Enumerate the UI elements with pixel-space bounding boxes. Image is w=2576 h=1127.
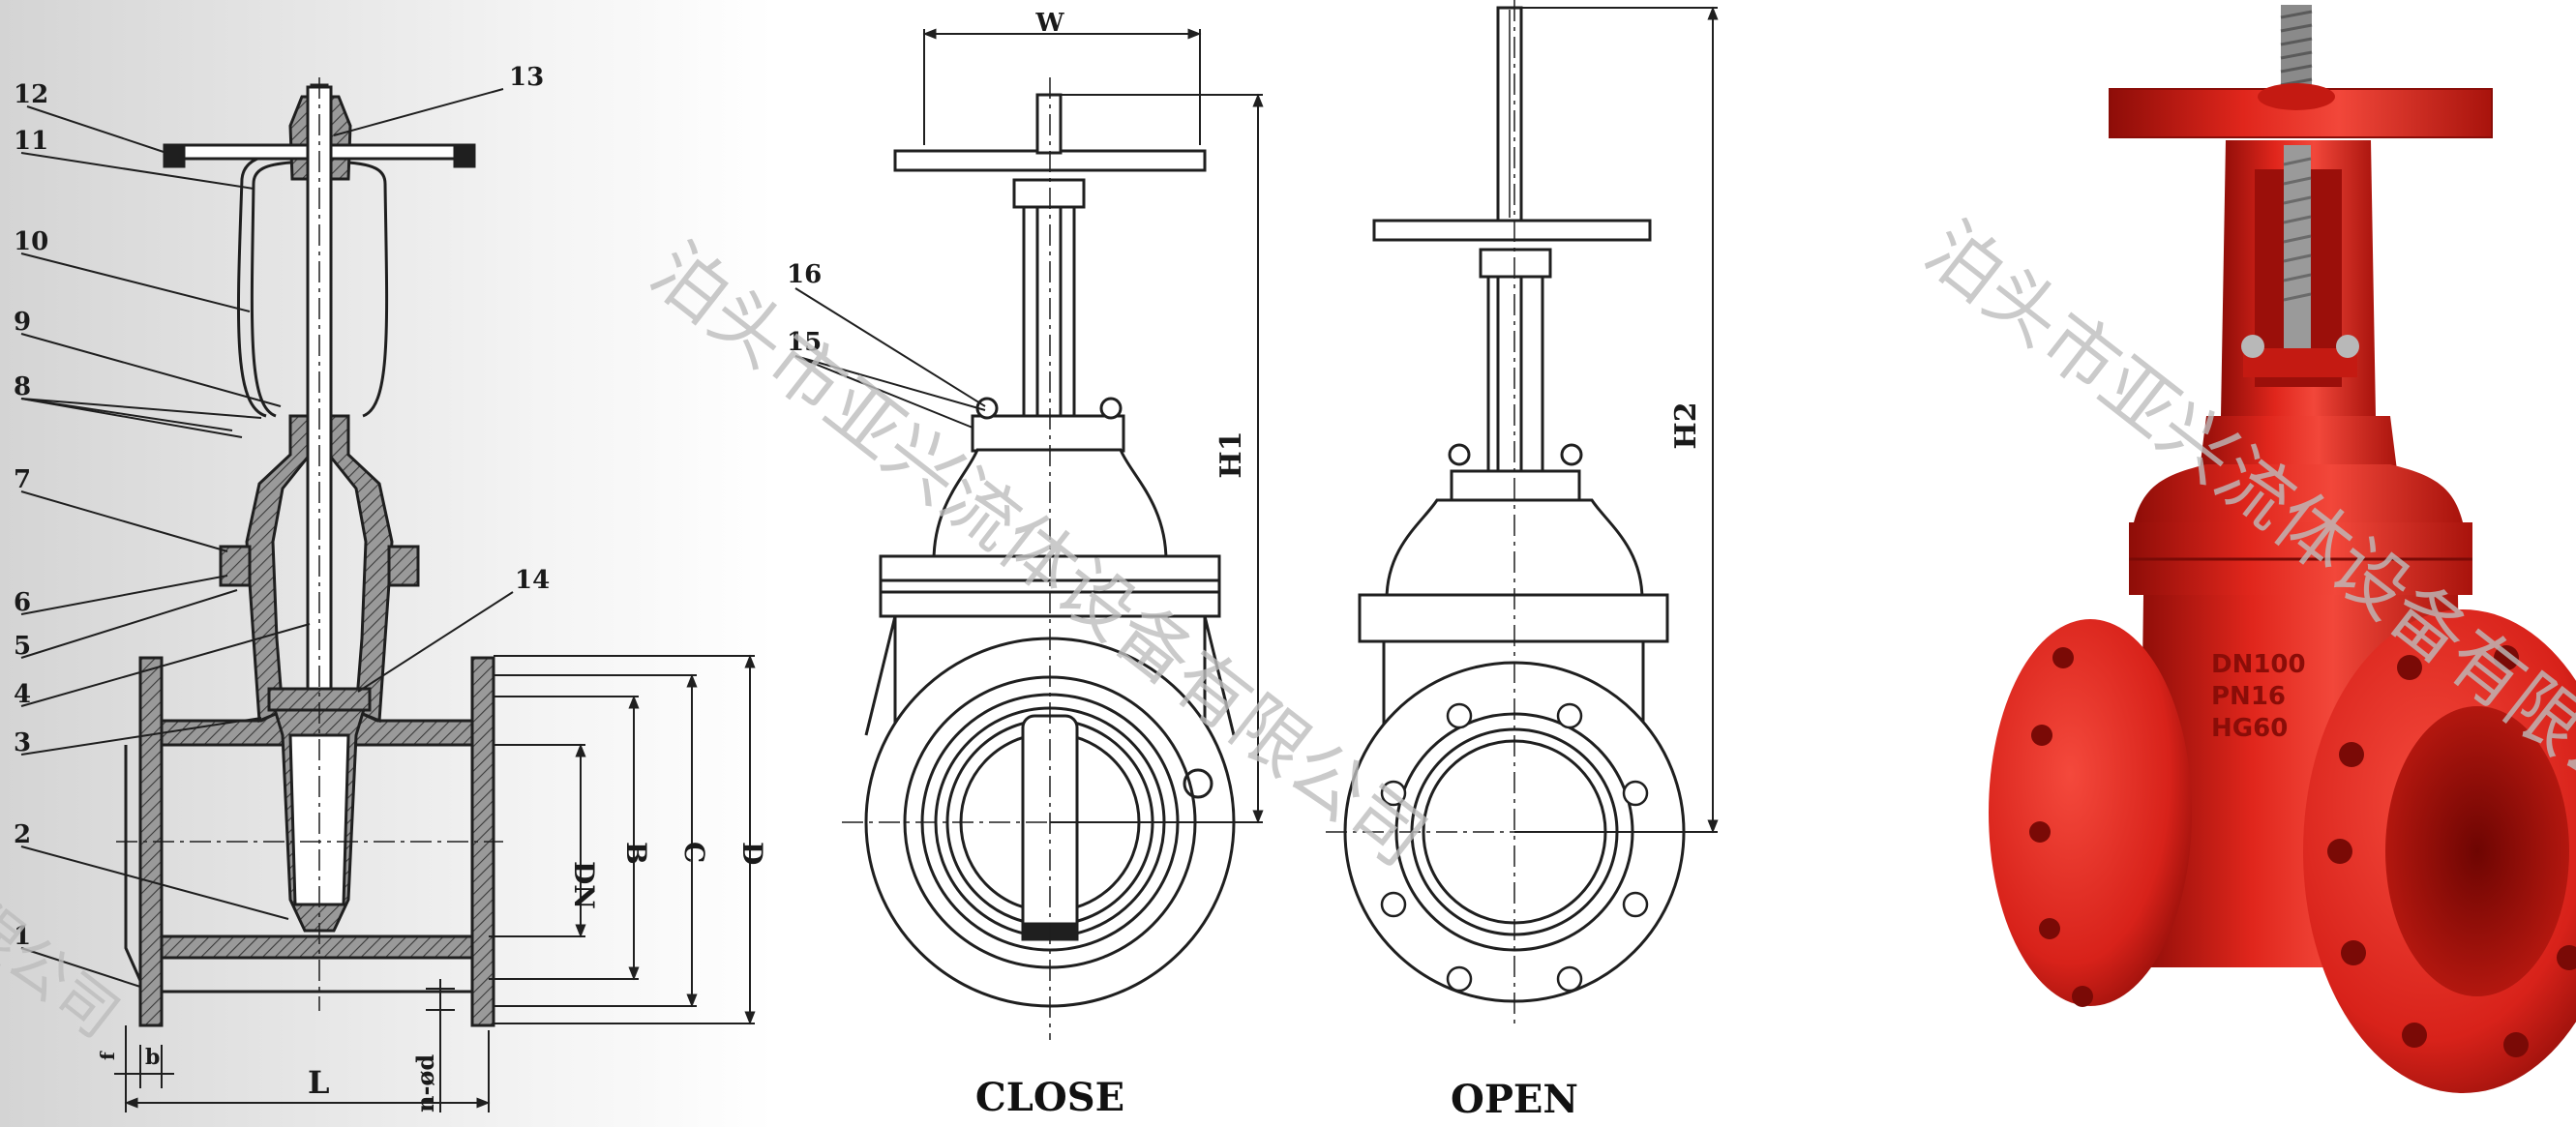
part-label-16: 16	[787, 260, 822, 289]
photo-bore	[2385, 706, 2569, 996]
photo-flange-bolt-holes	[2327, 645, 2576, 1057]
photo-left-flange	[1989, 619, 2192, 1006]
part-label-4: 4	[14, 680, 31, 709]
marking-dn: DN100	[2211, 650, 2306, 679]
part-label-5: 5	[14, 632, 31, 661]
close-valve-outline	[864, 93, 1236, 1008]
dim-label-b: B	[620, 842, 652, 865]
dim-label-b-small: b	[145, 1045, 160, 1070]
close-labels: 16 15 W H1 CLOSE	[787, 9, 1248, 1120]
open-dimension-lines	[1514, 6, 1719, 834]
dim-label-n-od: n-ød	[411, 1054, 439, 1112]
part-label-13: 13	[509, 63, 544, 92]
marking-hg: HG60	[2211, 714, 2288, 743]
close-caption: CLOSE	[975, 1075, 1124, 1120]
dim-label-c: C	[678, 842, 710, 863]
section-leader-lines	[20, 88, 514, 988]
part-label-15: 15	[787, 328, 822, 357]
dim-label-h2: H2	[1669, 401, 1703, 449]
marking-pn: PN16	[2211, 682, 2286, 711]
dim-label-h1: H1	[1214, 430, 1248, 478]
part-label-9: 9	[14, 308, 31, 337]
part-label-12: 12	[14, 80, 48, 109]
part-label-8: 8	[14, 372, 31, 401]
dim-label-w: W	[1034, 9, 1064, 38]
section-part-labels: 12 11 10 9 8 7 6 5 4 3 2 1 13 14	[14, 63, 550, 951]
part-label-7: 7	[14, 465, 31, 494]
part-label-14: 14	[515, 566, 550, 595]
open-caption: OPEN	[1451, 1077, 1578, 1122]
part-label-3: 3	[14, 728, 31, 757]
open-bolt-holes	[1380, 702, 1649, 993]
section-dimension-labels: DN B C D L f b n-ød	[96, 842, 768, 1112]
open-view: H2 OPEN	[1326, 0, 1719, 1122]
product-photo: DN100 PN16 HG60	[1989, 5, 2576, 1093]
part-label-2: 2	[14, 820, 31, 849]
part-label-1: 1	[14, 922, 31, 951]
dim-label-l: L	[308, 1064, 330, 1101]
part-label-6: 6	[14, 588, 31, 617]
close-view: 16 15 W H1 CLOSE	[787, 9, 1264, 1120]
open-valve-outline	[1343, 6, 1686, 1003]
photo-body-markings: DN100 PN16 HG60	[2211, 650, 2306, 743]
section-view: 12 11 10 9 8 7 6 5 4 3 2 1 13 14	[0, 0, 774, 1127]
part-label-10: 10	[14, 227, 48, 256]
dim-label-d: D	[736, 842, 768, 865]
photo-handwheel	[2109, 88, 2493, 138]
close-leader-lines	[794, 287, 986, 429]
part-label-11: 11	[14, 127, 48, 156]
dim-label-dn: DN	[568, 861, 600, 909]
close-dimension-lines	[922, 28, 1264, 824]
section-center-lines	[116, 77, 503, 1011]
dim-label-f: f	[96, 1051, 119, 1060]
section-dimension-lines	[114, 654, 756, 1112]
